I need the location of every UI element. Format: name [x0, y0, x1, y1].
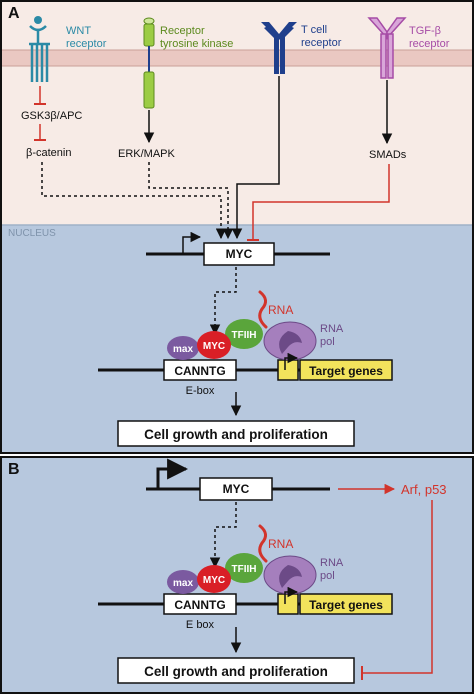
nucleus-label: NUCLEUS [8, 228, 56, 239]
rtk-label-2: tyrosine kinase [160, 38, 233, 50]
t-cell-to-myc-arrow [231, 76, 280, 240]
panel-b-frame [0, 456, 474, 694]
ebox-box-b [163, 593, 237, 615]
t-cell-receptor-icon [261, 22, 297, 74]
wnt-receptor-icon [29, 25, 50, 82]
tgf-beta-receptor-icon [367, 17, 407, 79]
myc-expression-arrow [209, 267, 237, 336]
ebox-label: E-box [186, 385, 215, 397]
myc-promoter-arrow [182, 231, 202, 254]
wnt-receptor-label-2: receptor [66, 38, 107, 50]
t-cell-receptor-label-1: T cell [301, 24, 327, 36]
panel-b-letter: B [8, 461, 20, 478]
rtk-label-1: Receptor [160, 25, 205, 37]
target-genes-box-b [299, 593, 393, 615]
tfiih-protein-icon [225, 319, 263, 349]
outcome-box-b [117, 657, 355, 684]
arf-to-outcome-inhibition [362, 500, 433, 674]
rna-label-b: RNA [268, 537, 293, 551]
wnt-receptor-label-1: WNT [66, 25, 91, 37]
myc-gene-box-b [199, 477, 273, 501]
max-label: max [173, 344, 193, 355]
max-protein-icon-b [167, 570, 199, 594]
myc-protein-label: MYC [203, 341, 225, 352]
rna-pol-label-1: RNA [320, 323, 344, 335]
rna-transcript-icon [258, 290, 268, 329]
tfiih-label: TFIIH [232, 330, 257, 341]
arf-p53-label: Arf, p53 [401, 482, 447, 497]
wnt-ligand-icon [34, 16, 42, 24]
max-label-b: max [173, 578, 193, 589]
ebox-sequence-b: CANNTG [174, 598, 225, 612]
tfiih-protein-icon-b [225, 553, 263, 583]
myc-expression-arrow-b [209, 502, 237, 569]
myc-gene-label-b: MYC [223, 482, 250, 496]
myc-gene-box [203, 242, 275, 266]
max-protein-icon [167, 336, 199, 360]
myc-gene-label: MYC [226, 247, 253, 261]
smads-label: SMADs [369, 149, 407, 161]
tgf-beta-receptor-label-1: TGF-β [409, 25, 441, 37]
rna-pol-label-1-b: RNA [320, 557, 344, 569]
panel-a: A WNT receptor Receptor tyrosine kinase [0, 0, 474, 454]
ebox-box [163, 359, 237, 381]
target-genes-box [299, 359, 393, 381]
rna-polymerase-cleft-b [279, 565, 302, 588]
myc-promoter-arrow-b [156, 458, 189, 489]
plasma-membrane [1, 50, 473, 66]
panel-a-frame [0, 0, 474, 454]
panel-b: B MYC Arf, p53 CANNTG Target genes E box… [0, 456, 474, 694]
outcome-label-b: Cell growth and proliferation [144, 664, 328, 679]
smads-to-myc-inhibition [252, 164, 390, 240]
myc-protein-label-b: MYC [203, 575, 225, 586]
gsk3-apc-label: GSK3β/APC [21, 110, 82, 122]
rna-polymerase-cleft [279, 331, 302, 354]
target-start-block-b [277, 593, 299, 615]
catenin-to-myc-arrow [41, 162, 227, 240]
rna-pol-label-2-b: pol [320, 570, 335, 582]
myc-protein-icon [197, 331, 231, 359]
rna-pol-label-2: pol [320, 336, 335, 348]
beta-catenin-label: β-catenin [26, 147, 71, 159]
rna-label: RNA [268, 303, 293, 317]
ebox-label-b: E box [186, 619, 215, 631]
rtk-receptor-icon [143, 17, 155, 109]
tfiih-label-b: TFIIH [232, 564, 257, 575]
promoter-arrow-target [284, 352, 299, 370]
myc-protein-icon-b [197, 565, 231, 593]
erk-mapk-label: ERK/MAPK [118, 148, 176, 160]
tgf-beta-receptor-label-2: receptor [409, 38, 450, 50]
promoter-arrow-target-b [284, 586, 299, 604]
outcome-label: Cell growth and proliferation [144, 427, 328, 442]
target-start-block [277, 359, 299, 381]
target-genes-label: Target genes [309, 364, 383, 378]
rna-transcript-icon-b [258, 524, 268, 563]
target-genes-label-b: Target genes [309, 598, 383, 612]
ebox-sequence: CANNTG [174, 364, 225, 378]
erk-to-myc-arrow [148, 162, 234, 240]
panel-a-letter: A [8, 5, 20, 22]
t-cell-receptor-label-2: receptor [301, 37, 342, 49]
outcome-box [117, 420, 355, 447]
